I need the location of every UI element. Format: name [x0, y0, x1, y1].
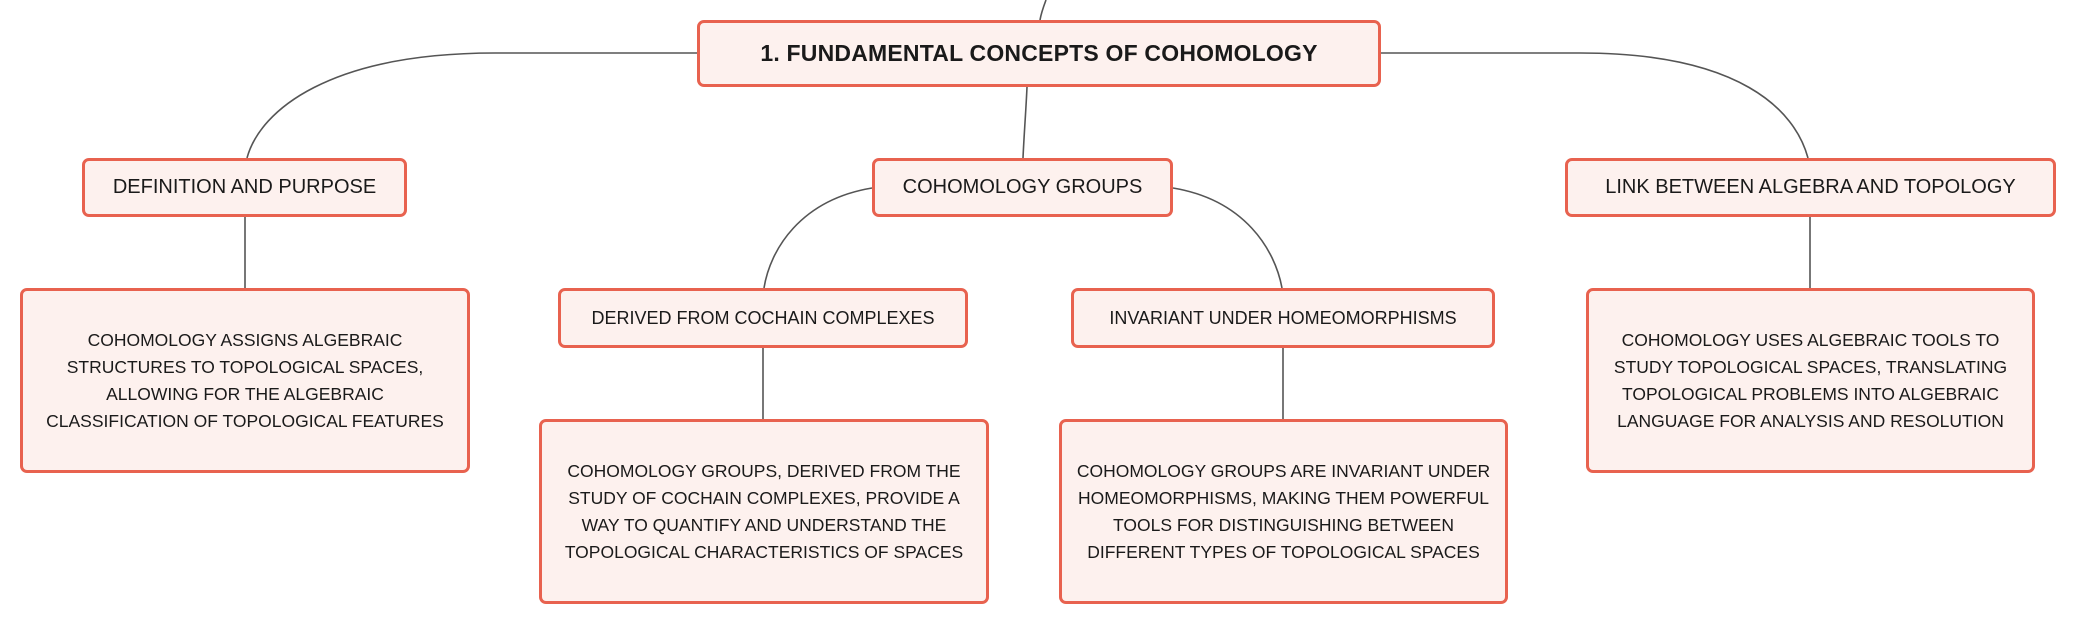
- detail-link-between-algebra-and-topology[interactable]: COHOMOLOGY USES ALGEBRAIC TOOLS TO STUDY…: [1586, 288, 2035, 473]
- topic-label: LINK BETWEEN ALGEBRA AND TOPOLOGY: [1605, 176, 2016, 198]
- subtopic-label: DERIVED FROM COCHAIN COMPLEXES: [591, 307, 935, 328]
- topic-definition-and-purpose[interactable]: DEFINITION AND PURPOSE: [82, 158, 407, 217]
- topic-link-between-algebra-and-topology[interactable]: LINK BETWEEN ALGEBRA AND TOPOLOGY: [1565, 158, 2056, 217]
- root-label: 1. FUNDAMENTAL CONCEPTS OF COHOMOLOGY: [760, 40, 1318, 66]
- detail-text: COHOMOLOGY GROUPS, DERIVED FROM THE STUD…: [564, 460, 964, 562]
- topic-label: DEFINITION AND PURPOSE: [112, 176, 377, 198]
- connector-root-definition: [246, 52, 697, 159]
- detail-invariant-under-homeomorphisms[interactable]: COHOMOLOGY GROUPS ARE INVARIANT UNDER HO…: [1059, 419, 1508, 604]
- topic-cohomology-groups[interactable]: COHOMOLOGY GROUPS: [872, 158, 1173, 217]
- connector-root-parent: [1039, 0, 1047, 21]
- connector-groups-cochain: [763, 187, 873, 289]
- subtopic-label: INVARIANT UNDER HOMEOMORPHISMS: [1109, 307, 1457, 328]
- connector-root-groups: [1022, 86, 1028, 159]
- detail-text: COHOMOLOGY ASSIGNS ALGEBRAIC STRUCTURES …: [46, 329, 444, 431]
- topic-label: COHOMOLOGY GROUPS: [902, 176, 1143, 198]
- root-node[interactable]: 1. FUNDAMENTAL CONCEPTS OF COHOMOLOGY: [697, 20, 1381, 87]
- subtopic-derived-from-cochain-complexes[interactable]: DERIVED FROM COCHAIN COMPLEXES: [558, 288, 968, 348]
- connector-root-link: [1381, 52, 1809, 159]
- detail-derived-from-cochain-complexes[interactable]: COHOMOLOGY GROUPS, DERIVED FROM THE STUD…: [539, 419, 989, 604]
- detail-text: COHOMOLOGY USES ALGEBRAIC TOOLS TO STUDY…: [1613, 329, 2008, 431]
- subtopic-invariant-under-homeomorphisms[interactable]: INVARIANT UNDER HOMEOMORPHISMS: [1071, 288, 1495, 348]
- detail-text: COHOMOLOGY GROUPS ARE INVARIANT UNDER HO…: [1076, 460, 1491, 562]
- detail-definition-and-purpose[interactable]: COHOMOLOGY ASSIGNS ALGEBRAIC STRUCTURES …: [20, 288, 470, 473]
- connector-groups-invariant: [1172, 187, 1283, 289]
